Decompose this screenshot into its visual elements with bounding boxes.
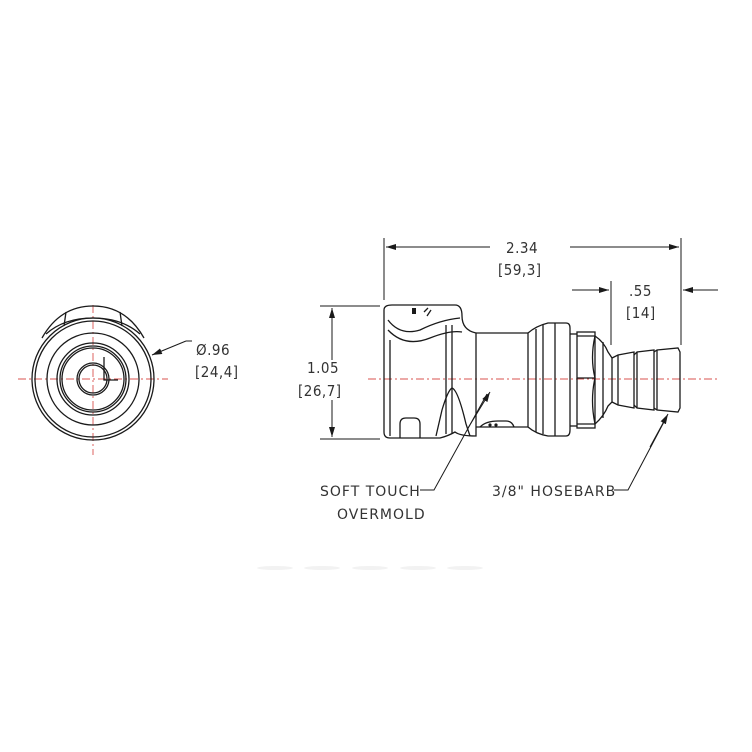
overmold-callout-line1: SOFT TOUCH xyxy=(320,484,421,500)
overall-length-inch-label: 2.34 xyxy=(506,239,538,257)
hosebarb-callout: 3/8" HOSEBARB xyxy=(492,484,616,500)
diameter-leader xyxy=(151,340,187,356)
diameter-mm-label: [24,4] xyxy=(195,363,239,381)
barb-length-inch-label: .55 xyxy=(629,282,652,300)
end-view xyxy=(18,305,168,455)
overall-length-dimension xyxy=(383,238,682,345)
height-dimension xyxy=(320,305,380,440)
barb-length-mm-label: [14] xyxy=(626,304,656,322)
overmold-leader xyxy=(420,393,488,491)
diameter-inch-label: Ø.96 xyxy=(196,341,230,359)
height-mm-label: [26,7] xyxy=(298,382,342,400)
overmold-callout-line2: OVERMOLD xyxy=(337,507,426,523)
overall-length-mm-label: [59,3] xyxy=(498,261,542,279)
faint-smudges xyxy=(257,566,483,570)
height-inch-label: 1.05 xyxy=(307,359,339,377)
side-view-body xyxy=(383,304,681,439)
hosebarb-leader xyxy=(614,419,666,491)
barb-length-dimension xyxy=(572,281,718,345)
